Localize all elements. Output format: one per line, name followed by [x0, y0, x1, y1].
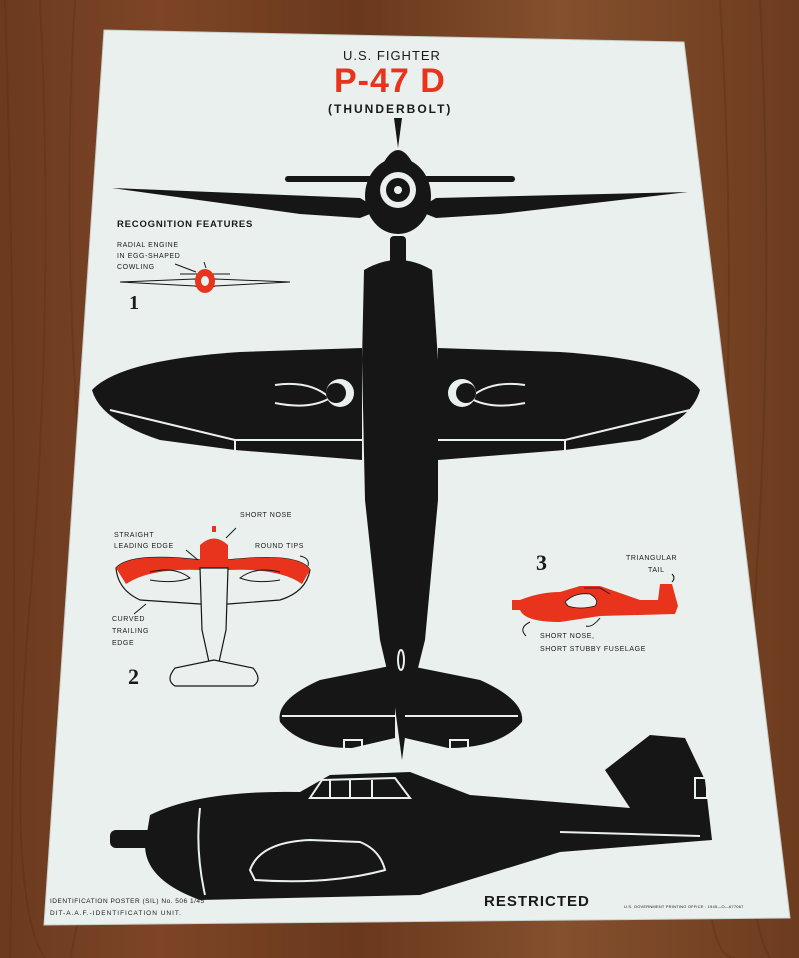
plan-view-gun-fills: [326, 383, 476, 403]
plan-view-details: [109, 382, 691, 751]
restricted-label: RESTRICTED: [484, 893, 590, 910]
feature1-label-line3: COWLING: [117, 264, 155, 271]
feature1-number: 1: [129, 292, 139, 314]
feature2-number: 2: [128, 664, 139, 689]
plan-view-silhouette: [92, 260, 700, 760]
recognition-heading: RECOGNITION FEATURES: [117, 219, 254, 230]
side-view-silhouette: [110, 735, 712, 900]
feature2-plan-view: [115, 526, 311, 687]
feature1-label-line2: IN EGG-SHAPED: [117, 253, 181, 260]
feature2-short-nose-label: SHORT NOSE: [240, 512, 293, 519]
feature1-front-view: [119, 261, 291, 293]
side-view-details: [197, 776, 708, 896]
feature2-round-tips-label: ROUND TIPS: [255, 543, 305, 550]
feature3-triangular-tail-label1: TRIANGULAR: [626, 555, 678, 562]
feature3-side-view: [512, 573, 678, 637]
feature2-straight-leading-edge-label1: STRAIGHT: [114, 532, 155, 539]
poster-title: P-47 D: [334, 62, 446, 100]
footer-printing-office: U.S. GOVERNMENT PRINTING OFFICE : 1945—O…: [624, 904, 744, 909]
front-view-silhouette: [112, 118, 688, 266]
footer-poster-id: IDENTIFICATION POSTER (SIL) No. 506 1/45: [50, 898, 205, 905]
feature3-short-nose-label2: SHORT STUBBY FUSELAGE: [540, 646, 646, 653]
feature2-straight-leading-edge-label2: LEADING EDGE: [114, 543, 174, 550]
poster-aircraft-name: (THUNDERBOLT): [328, 102, 453, 116]
feature2-curved-trailing-edge-label2: TRAILING: [112, 628, 150, 635]
footer-unit: DIT-A.A.F.-IDENTIFICATION UNIT.: [50, 910, 182, 917]
feature2-curved-trailing-edge-label1: CURVED: [112, 616, 146, 623]
feature2-curved-trailing-edge-label3: EDGE: [112, 640, 135, 647]
feature1-label-line1: RADIAL ENGINE: [117, 242, 179, 249]
feature3-triangular-tail-label2: TAIL: [648, 567, 665, 574]
feature3-short-nose-label1: SHORT NOSE,: [540, 633, 595, 640]
poster-subtitle: U.S. FIGHTER: [343, 48, 441, 63]
feature3-number: 3: [536, 550, 547, 575]
